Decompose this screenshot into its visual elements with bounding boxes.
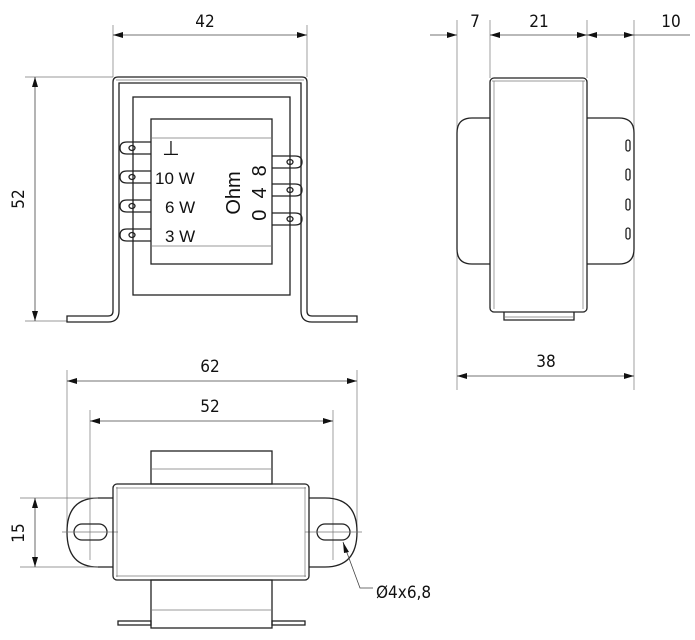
- side-view: 7 21 10 38: [430, 12, 690, 390]
- bobbin: [150, 118, 273, 265]
- terminal-slot: [625, 139, 631, 152]
- bottom-bracket: [112, 483, 310, 581]
- bottom-coil: [150, 579, 273, 629]
- hole-note: Ø4x6,8: [376, 583, 431, 603]
- terminal-slot: [625, 198, 631, 211]
- ohm-label: Ohm: [223, 171, 245, 214]
- right-pin: [271, 620, 306, 626]
- dim-21-label: 21: [529, 12, 548, 32]
- hole-leader: [342, 541, 373, 589]
- terminal-slot: [625, 227, 631, 240]
- dim-width-label: 42: [195, 12, 214, 32]
- bottom-view: 62 52 15 Ø4x6,8: [9, 357, 431, 629]
- ohm-taps: 0 4 8: [249, 165, 271, 221]
- dim-7-label: 7: [470, 12, 480, 32]
- tap-3w: 3 W: [165, 227, 195, 246]
- left-coil: [456, 117, 490, 265]
- dim-52-holes-label: 52: [200, 397, 219, 417]
- terminal-slot: [625, 168, 631, 181]
- dim-62-label: 62: [200, 357, 219, 377]
- top-coil: [150, 450, 273, 485]
- dim-10-label: 10: [661, 12, 680, 32]
- right-coil: [587, 117, 635, 265]
- front-view: 42 52 ⊥ 10 W 6 W 3 W Ohm 0 4 8: [9, 12, 358, 323]
- side-bracket: [489, 77, 588, 313]
- dim-15-label: 15: [9, 523, 29, 542]
- left-terminals: [119, 141, 151, 242]
- ground-symbol: ⊥: [162, 138, 179, 160]
- right-terminals: [272, 155, 303, 226]
- tap-6w: 6 W: [165, 198, 195, 217]
- bracket: [66, 76, 358, 323]
- side-foot: [503, 312, 575, 321]
- dim-38-label: 38: [536, 352, 555, 372]
- tap-10w: 10 W: [155, 169, 195, 188]
- left-pin: [117, 620, 152, 626]
- dim-height-label: 52: [9, 189, 29, 208]
